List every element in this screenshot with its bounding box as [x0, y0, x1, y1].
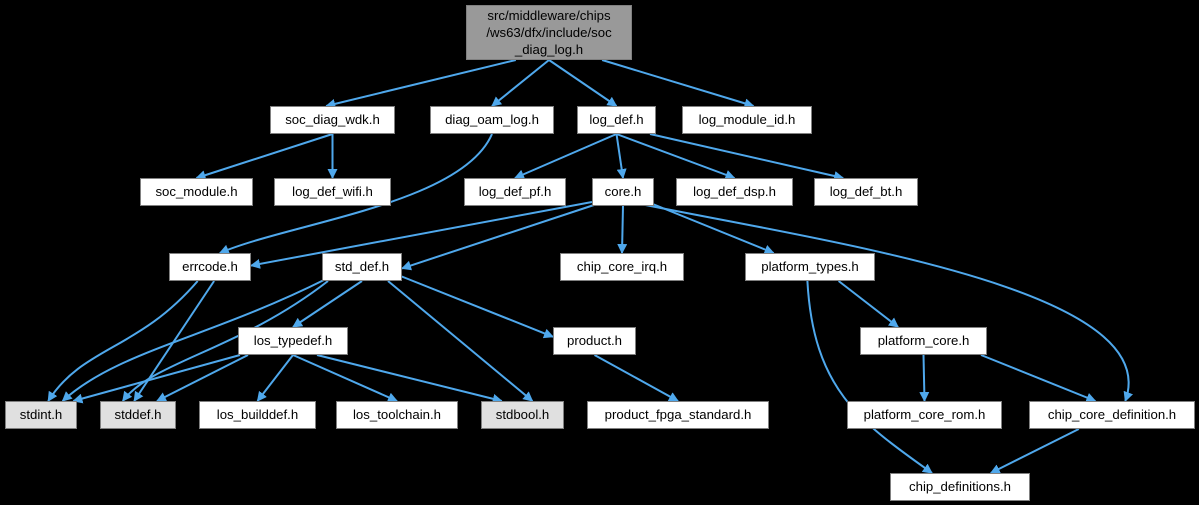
- edge-platform_types-to-chip_definitions: [806, 280, 933, 474]
- graph-node-platform_types[interactable]: platform_types.h: [745, 253, 875, 281]
- edge-std_def-to-product: [397, 274, 554, 339]
- edge-los_typedef-to-los_builddef: [256, 354, 294, 402]
- edge-std_def-to-stdbool: [387, 280, 534, 402]
- edge-root-to-soc_diag_wdk: [325, 59, 517, 109]
- edge-log_def-to-core: [615, 133, 627, 179]
- graph-node-stdbool[interactable]: stdbool.h: [481, 401, 564, 429]
- graph-node-los_toolchain[interactable]: los_toolchain.h: [336, 401, 458, 429]
- graph-node-std_def[interactable]: std_def.h: [322, 253, 402, 281]
- edge-std_def-to-los_typedef: [292, 280, 363, 328]
- edge-root-to-diag_oam_log: [491, 59, 550, 107]
- graph-node-stdint[interactable]: stdint.h: [5, 401, 77, 429]
- graph-node-log_def_bt[interactable]: log_def_bt.h: [814, 178, 918, 206]
- edge-los_typedef-to-los_toolchain: [292, 354, 398, 402]
- graph-node-soc_module[interactable]: soc_module.h: [140, 178, 253, 206]
- edge-errcode-to-stddef: [133, 280, 215, 402]
- graph-node-los_typedef[interactable]: los_typedef.h: [238, 327, 348, 355]
- edge-product-to-product_fpga_standard: [594, 354, 679, 402]
- graph-node-log_def_pf[interactable]: log_def_pf.h: [464, 178, 566, 206]
- edge-platform_core-to-chip_core_definition: [980, 354, 1097, 403]
- graph-node-platform_core[interactable]: platform_core.h: [860, 327, 987, 355]
- edge-core-to-errcode: [250, 201, 593, 269]
- edge-root-to-log_module_id: [601, 59, 755, 109]
- edge-log_def-to-log_def_pf: [514, 133, 617, 180]
- graph-node-platform_core_rom[interactable]: platform_core_rom.h: [847, 401, 1002, 429]
- graph-node-los_builddef[interactable]: los_builddef.h: [199, 401, 316, 429]
- edge-platform_core-to-platform_core_rom: [919, 354, 930, 402]
- edge-errcode-to-stdint: [47, 280, 199, 402]
- edge-core-to-chip_core_irq: [617, 205, 628, 254]
- graph-node-product_fpga_standard[interactable]: product_fpga_standard.h: [587, 401, 769, 429]
- graph-node-log_def[interactable]: log_def.h: [577, 106, 656, 134]
- graph-node-log_module_id[interactable]: log_module_id.h: [682, 106, 812, 134]
- graph-node-soc_diag_wdk[interactable]: soc_diag_wdk.h: [270, 106, 395, 134]
- edge-chip_core_definition-to-chip_definitions: [989, 428, 1080, 474]
- graph-node-diag_oam_log[interactable]: diag_oam_log.h: [430, 106, 554, 134]
- edge-log_def-to-log_def_dsp: [616, 133, 736, 180]
- graph-node-root[interactable]: src/middleware/chips /ws63/dfx/include/s…: [466, 5, 632, 60]
- edge-root-to-log_def: [548, 59, 618, 107]
- graph-node-errcode[interactable]: errcode.h: [169, 253, 251, 281]
- edge-los_typedef-to-stdint: [72, 354, 241, 404]
- edge-core-to-platform_types: [647, 201, 775, 255]
- graph-node-chip_core_definition[interactable]: chip_core_definition.h: [1029, 401, 1195, 429]
- edge-los_typedef-to-stddef: [156, 354, 249, 402]
- graph-node-core[interactable]: core.h: [592, 178, 654, 206]
- graph-node-product[interactable]: product.h: [553, 327, 636, 355]
- edge-soc_diag_wdk-to-soc_module: [195, 133, 333, 180]
- edge-log_def-to-log_def_bt: [649, 133, 845, 181]
- graph-node-chip_core_irq[interactable]: chip_core_irq.h: [560, 253, 684, 281]
- graph-node-log_def_dsp[interactable]: log_def_dsp.h: [676, 178, 793, 206]
- edge-core-to-chip_core_definition: [640, 203, 1134, 402]
- graph-node-stddef[interactable]: stddef.h: [100, 401, 176, 429]
- graph-node-log_def_wifi[interactable]: log_def_wifi.h: [274, 178, 391, 206]
- graph-node-chip_definitions[interactable]: chip_definitions.h: [890, 473, 1030, 501]
- edge-platform_types-to-platform_core: [837, 280, 899, 328]
- edge-los_typedef-to-stdbool: [316, 354, 503, 404]
